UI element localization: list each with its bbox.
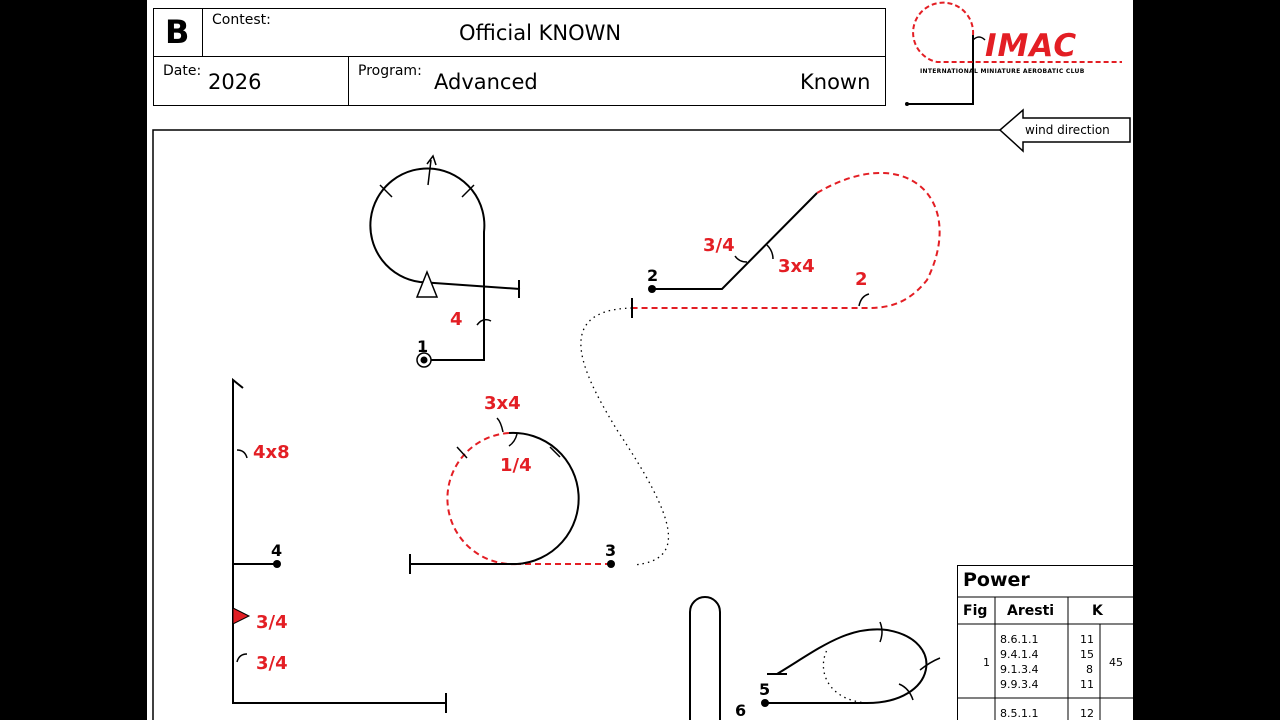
aresti-cell: 8.5.1.1 [1000,707,1039,720]
figure-1-tick [461,184,475,198]
k-cell: 8 [1086,663,1093,676]
date-label: Date: [163,63,202,79]
roll-arrow-icon [426,154,437,186]
roll-label: 3/4 [703,235,735,256]
figure-4: 4 4x8 3/4 3/4 [232,377,447,713]
program-value: Advanced [434,70,538,94]
figure-6-path [689,596,721,720]
figure-1-path [369,167,521,361]
roll-label: 3/4 [256,653,288,674]
roll-label: 1/4 [500,455,532,476]
power-table: Power Fig Aresti K 1 8.6.1.1 9.4.1.4 9.1… [957,565,1133,720]
contest-cell: Contest: Official KNOWN [203,9,886,57]
score-sheet: B Contest: Official KNOWN Date: 2026 Pro… [147,0,1133,720]
figure-2-start-dot [648,285,656,293]
roll-arrow-icon [879,621,883,643]
figure-number-4: 4 [271,541,282,560]
row-fig: 1 [983,656,990,669]
figure-1-tick [379,184,393,198]
drawing-frame [152,129,1000,720]
roll-label: 3x4 [484,393,521,414]
roll-arrow-icon [898,683,914,701]
roll-label: 3x4 [778,256,815,277]
k-total: 45 [1109,656,1123,669]
figure-number-1: 1 [417,337,428,356]
header-table: B Contest: Official KNOWN Date: 2026 Pro… [153,8,886,106]
date-value: 2026 [208,70,262,94]
snap-triangle-icon [232,607,251,625]
figure-4-exit-path [232,564,446,704]
imac-logo-subtitle: INTERNATIONAL MINIATURE AEROBATIC CLUB [920,68,1085,75]
class-letter: B [165,13,190,51]
roll-arrow-icon [236,449,248,459]
contest-label: Contest: [212,12,271,28]
power-table-grid [958,596,1133,720]
figure-number-3: 3 [605,541,616,560]
figure-3-loop-solid [508,431,580,565]
figure-3-tick [549,446,561,458]
figure-3-loop-dashed [410,432,518,566]
roll-arrow-icon [496,417,504,433]
k-cell: 11 [1080,678,1094,691]
logo-frame-line [907,35,974,105]
figure-4-start-dot [273,560,281,568]
class-cell: B [154,9,203,57]
imac-logo [905,1,1122,106]
power-table-title: Power [963,569,1030,591]
aresti-cell: 8.6.1.1 [1000,633,1039,646]
roll-arrow-icon [236,653,248,663]
roll-label: 3/4 [256,612,288,633]
figure-2-dashed-path [632,172,941,309]
figure-6: 6 [689,596,746,720]
k-cell: 11 [1080,633,1094,646]
roll-arrow-icon [858,293,870,307]
contest-value: Official KNOWN [459,21,622,45]
wind-arrow-icon [998,108,1131,153]
logo-roll-arrow [972,36,986,41]
figure-number-2: 2 [647,266,658,285]
program-label: Program: [358,63,422,79]
figure-5-dotted-path [822,649,868,704]
col-header-aresti: Aresti [1007,603,1055,619]
figure-3-tick [456,446,468,459]
figure-3-start-dot [607,560,615,568]
k-cell: 12 [1080,707,1094,720]
aresti-cell: 9.1.3.4 [1000,663,1039,676]
figure-drawing: 1 4 2 3/4 3x4 2 [152,1,1133,720]
program-cell: Program: Advanced Known [349,57,886,106]
roll-label: 2 [855,269,868,290]
figure-5-start-dot [761,699,769,707]
logo-loop [912,1,1122,63]
figure-1: 1 4 [369,154,521,368]
roll-arrow-icon [476,318,492,326]
col-header-fig: Fig [963,603,988,619]
figure-3: 3 3x4 1/4 [409,393,616,574]
roll-arrow-icon [508,433,518,447]
snap-triangle-icon [415,269,439,298]
date-cell: Date: 2026 [154,57,349,106]
figure-number-6: 6 [735,701,746,720]
logo-start-dot [905,102,909,106]
figure-4-path [232,377,277,565]
figure-2: 2 3/4 3x4 2 [631,172,941,318]
roll-label: 4x8 [253,442,290,463]
figure-5: 5 [759,621,941,707]
roll-arrow-icon [766,244,774,260]
figure-1-start-dot [420,356,428,364]
figure-5-loop [776,628,928,704]
roll-arrow-icon [919,657,941,671]
imac-logo-text: IMAC [985,28,1078,64]
k-cell: 15 [1080,648,1094,661]
figure-number-5: 5 [759,680,770,699]
figure-2-path [652,192,818,290]
connector-path [580,307,670,566]
aresti-cell: 9.9.3.4 [1000,678,1039,691]
program-type: Known [800,70,871,94]
wind-direction-label: wind direction [1025,123,1110,137]
roll-arrow-icon [734,255,748,263]
col-header-k: K [1092,603,1103,619]
aresti-cell: 9.4.1.4 [1000,648,1039,661]
roll-label: 4 [450,309,463,330]
